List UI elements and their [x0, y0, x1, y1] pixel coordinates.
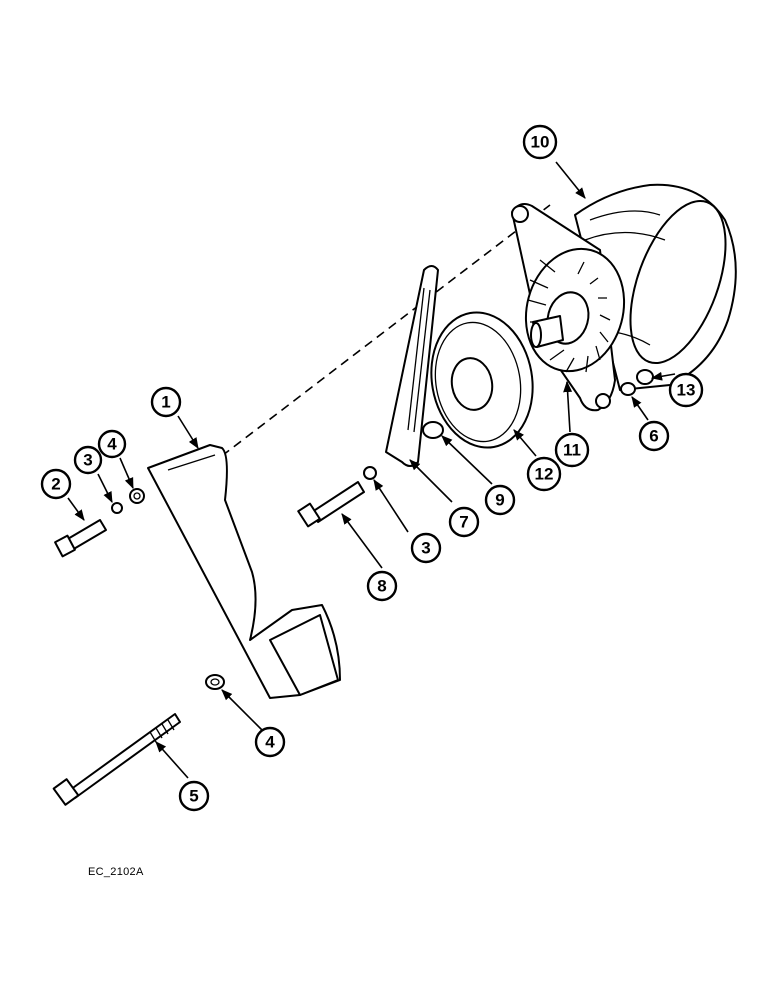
belt-guard-part — [147, 444, 341, 699]
alternator-part — [511, 183, 737, 412]
svg-text:10: 10 — [531, 133, 550, 152]
callout-7: 7 — [448, 506, 480, 538]
callout-4: 4 — [97, 429, 127, 459]
svg-text:3: 3 — [83, 451, 92, 470]
callout-6: 6 — [638, 420, 670, 452]
callout-12: 12 — [526, 456, 562, 492]
svg-text:2: 2 — [51, 475, 60, 494]
callout-13: 13 — [668, 372, 704, 408]
svg-text:9: 9 — [495, 491, 504, 510]
callout-10: 10 — [522, 124, 558, 160]
lock-washer-part-2 — [363, 466, 377, 480]
callout-3: 3 — [410, 532, 442, 564]
long-bolt-part — [52, 713, 181, 806]
nut-part-13 — [636, 369, 654, 385]
svg-text:1: 1 — [161, 393, 170, 412]
svg-text:4: 4 — [107, 435, 117, 454]
callout-9: 9 — [484, 484, 516, 516]
svg-text:4: 4 — [265, 733, 275, 752]
callout-3: 3 — [73, 445, 103, 475]
svg-text:7: 7 — [459, 513, 468, 532]
spacer-part — [422, 421, 444, 439]
washer-part — [129, 488, 145, 504]
washer-part-6 — [620, 382, 636, 396]
bolt-part-8 — [297, 481, 365, 528]
svg-text:3: 3 — [421, 539, 430, 558]
pulley-part — [430, 311, 534, 449]
callout-11: 11 — [554, 432, 590, 468]
callout-1: 1 — [150, 386, 182, 418]
svg-text:12: 12 — [535, 465, 554, 484]
washer-part-lower — [205, 674, 225, 690]
svg-text:6: 6 — [649, 427, 658, 446]
callout-5: 5 — [178, 780, 210, 812]
figure-reference-code: EC_2102A — [88, 866, 144, 878]
bolt-part-2 — [54, 519, 107, 558]
alignment-dashed-line — [209, 204, 551, 466]
svg-text:13: 13 — [677, 381, 696, 400]
callout-4: 4 — [254, 726, 286, 758]
svg-text:11: 11 — [563, 441, 581, 460]
callout-2: 2 — [40, 468, 72, 500]
svg-text:5: 5 — [189, 787, 198, 806]
callout-8: 8 — [366, 570, 398, 602]
svg-text:8: 8 — [377, 577, 386, 596]
lock-washer-part — [111, 502, 123, 514]
